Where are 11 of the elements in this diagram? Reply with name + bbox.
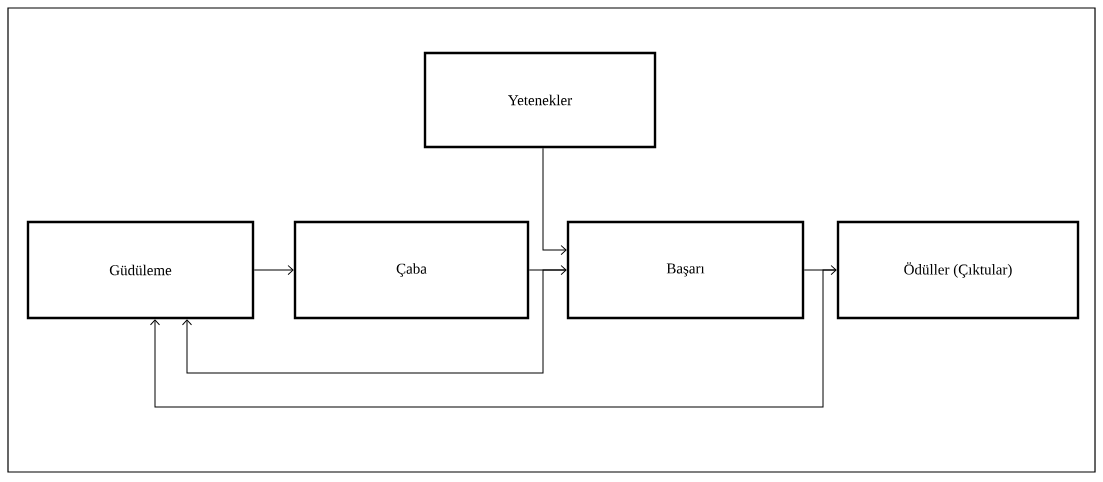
- arrow: [150, 269, 837, 408]
- arrow: [542, 147, 567, 255]
- process-box: Yetenekler: [423, 51, 657, 149]
- process-box: Başarı: [566, 220, 805, 320]
- arrow: [528, 265, 567, 275]
- arrow: [253, 265, 294, 275]
- arrow: [182, 269, 567, 374]
- arrow: [803, 265, 837, 275]
- process-box: Güdüleme: [26, 220, 255, 320]
- process-box: Çaba: [293, 220, 530, 320]
- process-box: Ödüller (Çıktular): [836, 220, 1080, 320]
